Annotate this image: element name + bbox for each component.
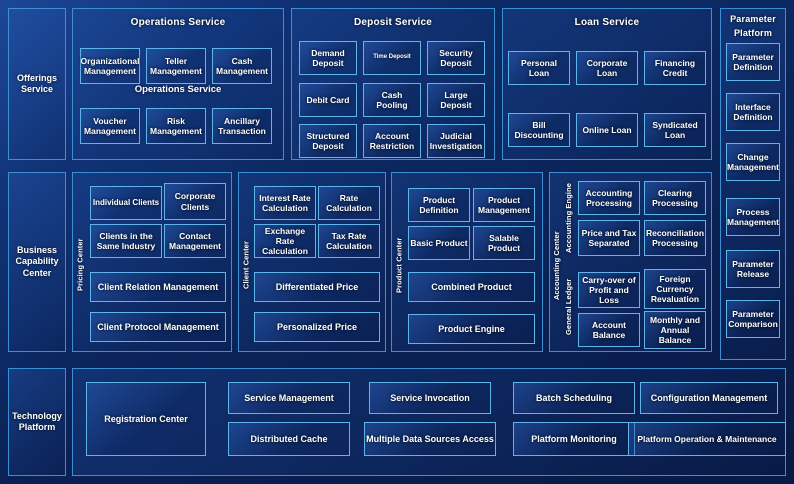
box-parameter-definition[interactable]: Parameter Definition <box>726 43 780 81</box>
box-multiple-data-sources-access[interactable]: Multiple Data Sources Access <box>364 422 496 456</box>
box-teller-management[interactable]: Teller Management <box>146 48 206 84</box>
box-product-engine[interactable]: Product Engine <box>408 314 535 344</box>
box-process-management[interactable]: Process Management <box>726 198 780 236</box>
box-change-management[interactable]: Change Management <box>726 143 780 181</box>
box-basic-product[interactable]: Basic Product <box>408 226 470 260</box>
box-service-management[interactable]: Service Management <box>228 382 350 414</box>
box-configuration-management[interactable]: Configuration Management <box>640 382 778 414</box>
box-judicial-investigation[interactable]: Judicial Investigation <box>427 124 485 158</box>
box-batch-scheduling[interactable]: Batch Scheduling <box>513 382 635 414</box>
box-corporate-clients[interactable]: Corporate Clients <box>164 183 226 220</box>
box-registration-center[interactable]: Registration Center <box>86 382 206 456</box>
box-ancillary-transaction[interactable]: Ancillary Transaction <box>212 108 272 144</box>
box-time-deposit[interactable]: Time Deposit <box>363 41 421 75</box>
box-syndicated-loan[interactable]: Syndicated Loan <box>644 113 706 147</box>
box-contact-management[interactable]: Contact Management <box>164 224 226 258</box>
panel-title-parameter-platform-line1: Parameter <box>730 14 776 24</box>
box-platform-operation-maintenance[interactable]: Platform Operation & Maintenance <box>628 422 786 456</box>
vlabel-product-center: Product Center <box>394 237 404 293</box>
box-account-restriction[interactable]: Account Restriction <box>363 124 421 158</box>
box-security-deposit[interactable]: Security Deposit <box>427 41 485 75</box>
panel-title-parameter-platform-line2: Platform <box>733 28 773 38</box>
box-monthly-annual-balance[interactable]: Monthly and Annual Balance <box>644 311 706 349</box>
box-client-protocol-management[interactable]: Client Protocol Management <box>90 312 226 342</box>
box-large-deposit[interactable]: Large Deposit <box>427 83 485 117</box>
box-client-relation-management[interactable]: Client Relation Management <box>90 272 226 302</box>
box-financing-credit[interactable]: Financing Credit <box>644 51 706 85</box>
vlabel-accounting-center: Accounting Center <box>552 231 561 301</box>
box-organizational-management[interactable]: Organizational Management <box>80 48 140 84</box>
box-cash-management[interactable]: Cash Management <box>212 48 272 84</box>
box-account-balance[interactable]: Account Balance <box>578 313 640 347</box>
vlabel-client-center: Client Center <box>241 241 251 289</box>
vlabel-general-ledger: General Ledger <box>564 278 573 336</box>
box-cash-pooling[interactable]: Cash Pooling <box>363 83 421 117</box>
box-price-and-tax-separated[interactable]: Price and Tax Separated <box>578 220 640 256</box>
box-tax-rate-calculation[interactable]: Tax Rate Calculation <box>318 224 380 258</box>
box-debit-card[interactable]: Debit Card <box>299 83 357 117</box>
box-personalized-price[interactable]: Personalized Price <box>254 312 380 342</box>
box-combined-product[interactable]: Combined Product <box>408 272 535 302</box>
box-product-management[interactable]: Product Management <box>473 188 535 222</box>
box-personal-loan[interactable]: Personal Loan <box>508 51 570 85</box>
rail-business-capability-center: Business Capability Center <box>8 172 66 352</box>
box-parameter-release[interactable]: Parameter Release <box>726 250 780 288</box>
box-exchange-rate-calculation[interactable]: Exchange Rate Calculation <box>254 224 316 258</box>
box-accounting-processing[interactable]: Accounting Processing <box>578 181 640 215</box>
rail-technology-platform: Technology Platform <box>8 368 66 476</box>
box-interface-definition[interactable]: Interface Definition <box>726 93 780 131</box>
box-clearing-processing[interactable]: Clearing Processing <box>644 181 706 215</box>
panel-title-operations-service: Operations Service <box>130 17 226 28</box>
box-foreign-currency-revaluation[interactable]: Foreign Currency Revaluation <box>644 269 706 309</box>
box-individual-clients[interactable]: Individual Clients <box>90 186 162 220</box>
vlabel-accounting-engine: Accounting Engine <box>564 182 573 254</box>
box-distributed-cache[interactable]: Distributed Cache <box>228 422 350 456</box>
box-interest-rate-calculation[interactable]: Interest Rate Calculation <box>254 186 316 220</box>
box-salable-product[interactable]: Salable Product <box>473 226 535 260</box>
vlabel-pricing-center: Pricing Center <box>75 238 85 292</box>
box-demand-deposit[interactable]: Demand Deposit <box>299 41 357 75</box>
box-bill-discounting[interactable]: Bill Discounting <box>508 113 570 147</box>
rail-offerings-service: Offerings Service <box>8 8 66 160</box>
box-product-definition[interactable]: Product Definition <box>408 188 470 222</box>
box-clients-same-industry[interactable]: Clients in the Same Industry <box>90 224 162 258</box>
box-corporate-loan[interactable]: Corporate Loan <box>576 51 638 85</box>
box-platform-monitoring[interactable]: Platform Monitoring <box>513 422 635 456</box>
box-carry-over-profit-loss[interactable]: Carry-over of Profit and Loss <box>578 272 640 308</box>
box-differentiated-price[interactable]: Differentiated Price <box>254 272 380 302</box>
box-structured-deposit[interactable]: Structured Deposit <box>299 124 357 158</box>
panel-title-deposit-service: Deposit Service <box>353 17 433 28</box>
box-online-loan[interactable]: Online Loan <box>576 113 638 147</box>
box-voucher-management[interactable]: Voucher Management <box>80 108 140 144</box>
box-service-invocation[interactable]: Service Invocation <box>369 382 491 414</box>
box-reconciliation-processing[interactable]: Reconciliation Processing <box>644 220 706 256</box>
panel-title-loan-service: Loan Service <box>574 17 640 28</box>
box-parameter-comparison[interactable]: Parameter Comparison <box>726 300 780 338</box>
box-risk-management[interactable]: Risk Management <box>146 108 206 144</box>
box-rate-calculation[interactable]: Rate Calculation <box>318 186 380 220</box>
